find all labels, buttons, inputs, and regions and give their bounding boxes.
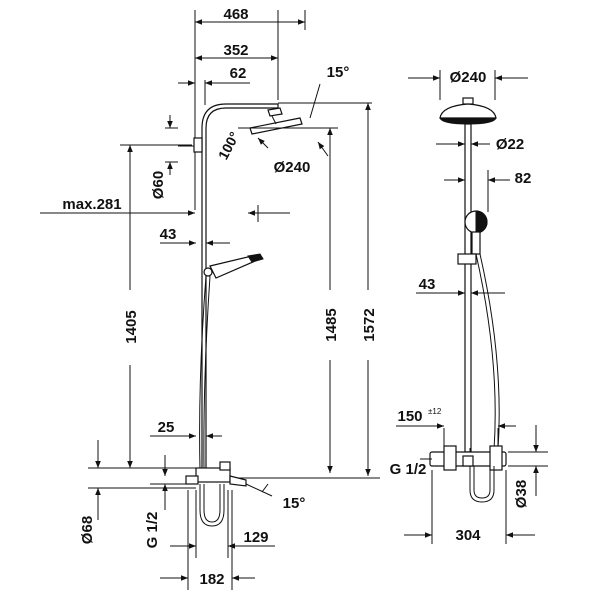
dim-68-label: Ø68 — [79, 516, 96, 544]
head-angle-leader — [309, 83, 321, 119]
side-hose-loop-inner — [203, 484, 221, 523]
side-view: 468 352 62 15° 100° Ø240 Ø60 — [40, 6, 380, 590]
front-riser-pipe — [464, 123, 472, 453]
side-mixer-inlet — [185, 475, 199, 485]
dim-max-label: max.281 — [62, 196, 121, 213]
front-mixer-left-handle — [443, 445, 457, 471]
dim-25-label: 25 — [158, 419, 175, 436]
dim-1485-label: 1485 — [323, 308, 340, 341]
dim-wall-rose-label: Ø60 — [150, 171, 167, 199]
dim-front-head-dia-label: Ø240 — [450, 69, 487, 86]
front-head-connector — [462, 97, 474, 105]
hand-shower-holder — [203, 267, 213, 277]
dim-head-dia-leader-right — [317, 141, 329, 157]
dim-front-304-label: 304 — [455, 527, 481, 544]
side-shower-head — [249, 117, 303, 135]
front-mixer-right-handle — [489, 445, 503, 471]
dim-head-angle-label: 15° — [327, 64, 350, 81]
dim-side-g12-label: G 1/2 — [144, 512, 161, 549]
dim-182-label: 182 — [199, 571, 224, 588]
front-mixer-center — [462, 455, 474, 467]
dim-468-label: 468 — [223, 6, 248, 23]
side-hose — [199, 275, 207, 471]
side-riser-pipe — [201, 103, 279, 471]
dim-1405-label: 1405 — [123, 310, 140, 343]
side-mixer-body — [195, 467, 231, 483]
head-connector — [267, 107, 283, 117]
dim-arm-angle-label: 100° — [215, 129, 243, 162]
front-hand-shower-grip — [471, 231, 481, 255]
dim-352-label: 352 — [223, 42, 248, 59]
hand-shower-face — [247, 253, 264, 263]
spout-angle-arc — [261, 483, 269, 493]
dim-62-label: 62 — [230, 65, 247, 82]
dim-1572-label: 1572 — [361, 308, 378, 341]
dim-front-43-label: 43 — [419, 276, 436, 293]
dim-front-g12-label: G 1/2 — [390, 461, 427, 478]
dim-side-head-dia-label: Ø240 — [274, 159, 311, 176]
dim-front-150-label: 150 — [397, 408, 422, 425]
side-hose-inner — [203, 275, 211, 471]
dim-front-pipe-dia-label: Ø22 — [496, 136, 524, 153]
side-mixer-handle — [219, 461, 231, 471]
front-shower-head-face — [439, 117, 497, 125]
front-hose-inner — [479, 253, 500, 451]
wall-rose — [193, 137, 203, 153]
front-hose-loop-inner — [473, 466, 491, 499]
dim-129-label: 129 — [243, 529, 268, 546]
dim-front-82-label: 82 — [515, 170, 532, 187]
dim-spout-angle-label: 15° — [283, 495, 306, 512]
front-shower-head-top — [439, 103, 497, 119]
front-slider — [457, 253, 477, 265]
front-hose — [475, 253, 496, 451]
dim-head-dia-leader-left — [257, 137, 269, 149]
side-spout — [229, 475, 247, 487]
front-view: Ø240 Ø22 82 43 150 ±12 — [390, 69, 548, 544]
dim-front-150-tolerance: ±12 — [428, 407, 442, 416]
front-hand-shower-face — [475, 210, 488, 234]
dim-side-43-label: 43 — [160, 226, 177, 243]
dim-front-38-label: Ø38 — [513, 480, 530, 508]
front-hose-loop-outer — [469, 466, 495, 503]
spout-angle-line — [245, 483, 273, 497]
side-hose-loop-outer — [199, 484, 225, 527]
